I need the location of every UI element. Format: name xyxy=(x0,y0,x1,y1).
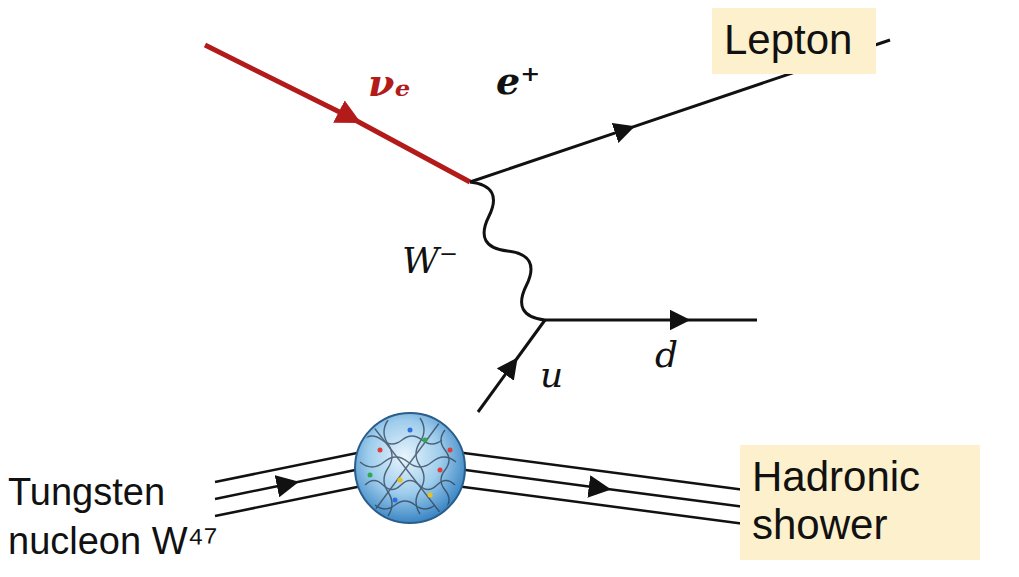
u-quark-line xyxy=(478,320,545,412)
boson-label: W⁻ xyxy=(402,238,458,285)
positron-label: e⁺ xyxy=(496,56,540,105)
lepton-box: Lepton xyxy=(712,8,876,74)
d-quark-line xyxy=(545,319,757,322)
box-text: Hadronic shower xyxy=(752,453,968,550)
incoming-nucleon-lines xyxy=(215,452,362,516)
quark-label: d xyxy=(655,332,678,379)
quark-label: u xyxy=(540,352,563,399)
neutrino-line xyxy=(205,45,470,182)
nucleon-label: Tungsten nucleon W⁴⁷ xyxy=(8,468,258,567)
quark-label: d xyxy=(655,332,678,379)
positron-label: e⁺ xyxy=(496,56,540,105)
neutrino-label: νₑ xyxy=(368,58,411,107)
quark-label: u xyxy=(540,352,563,399)
neutrino-label: νₑ xyxy=(368,58,411,107)
boson-label: W⁻ xyxy=(402,238,458,285)
nucleon-label: Tungsten nucleon W⁴⁷ xyxy=(8,468,258,567)
outgoing-nucleon-lines xyxy=(456,452,745,524)
nucleon-blob xyxy=(355,413,465,523)
box-text: Lepton xyxy=(724,16,852,64)
boson-wavy-line xyxy=(470,182,545,320)
hadronic-shower-box: Hadronic shower xyxy=(740,445,980,560)
